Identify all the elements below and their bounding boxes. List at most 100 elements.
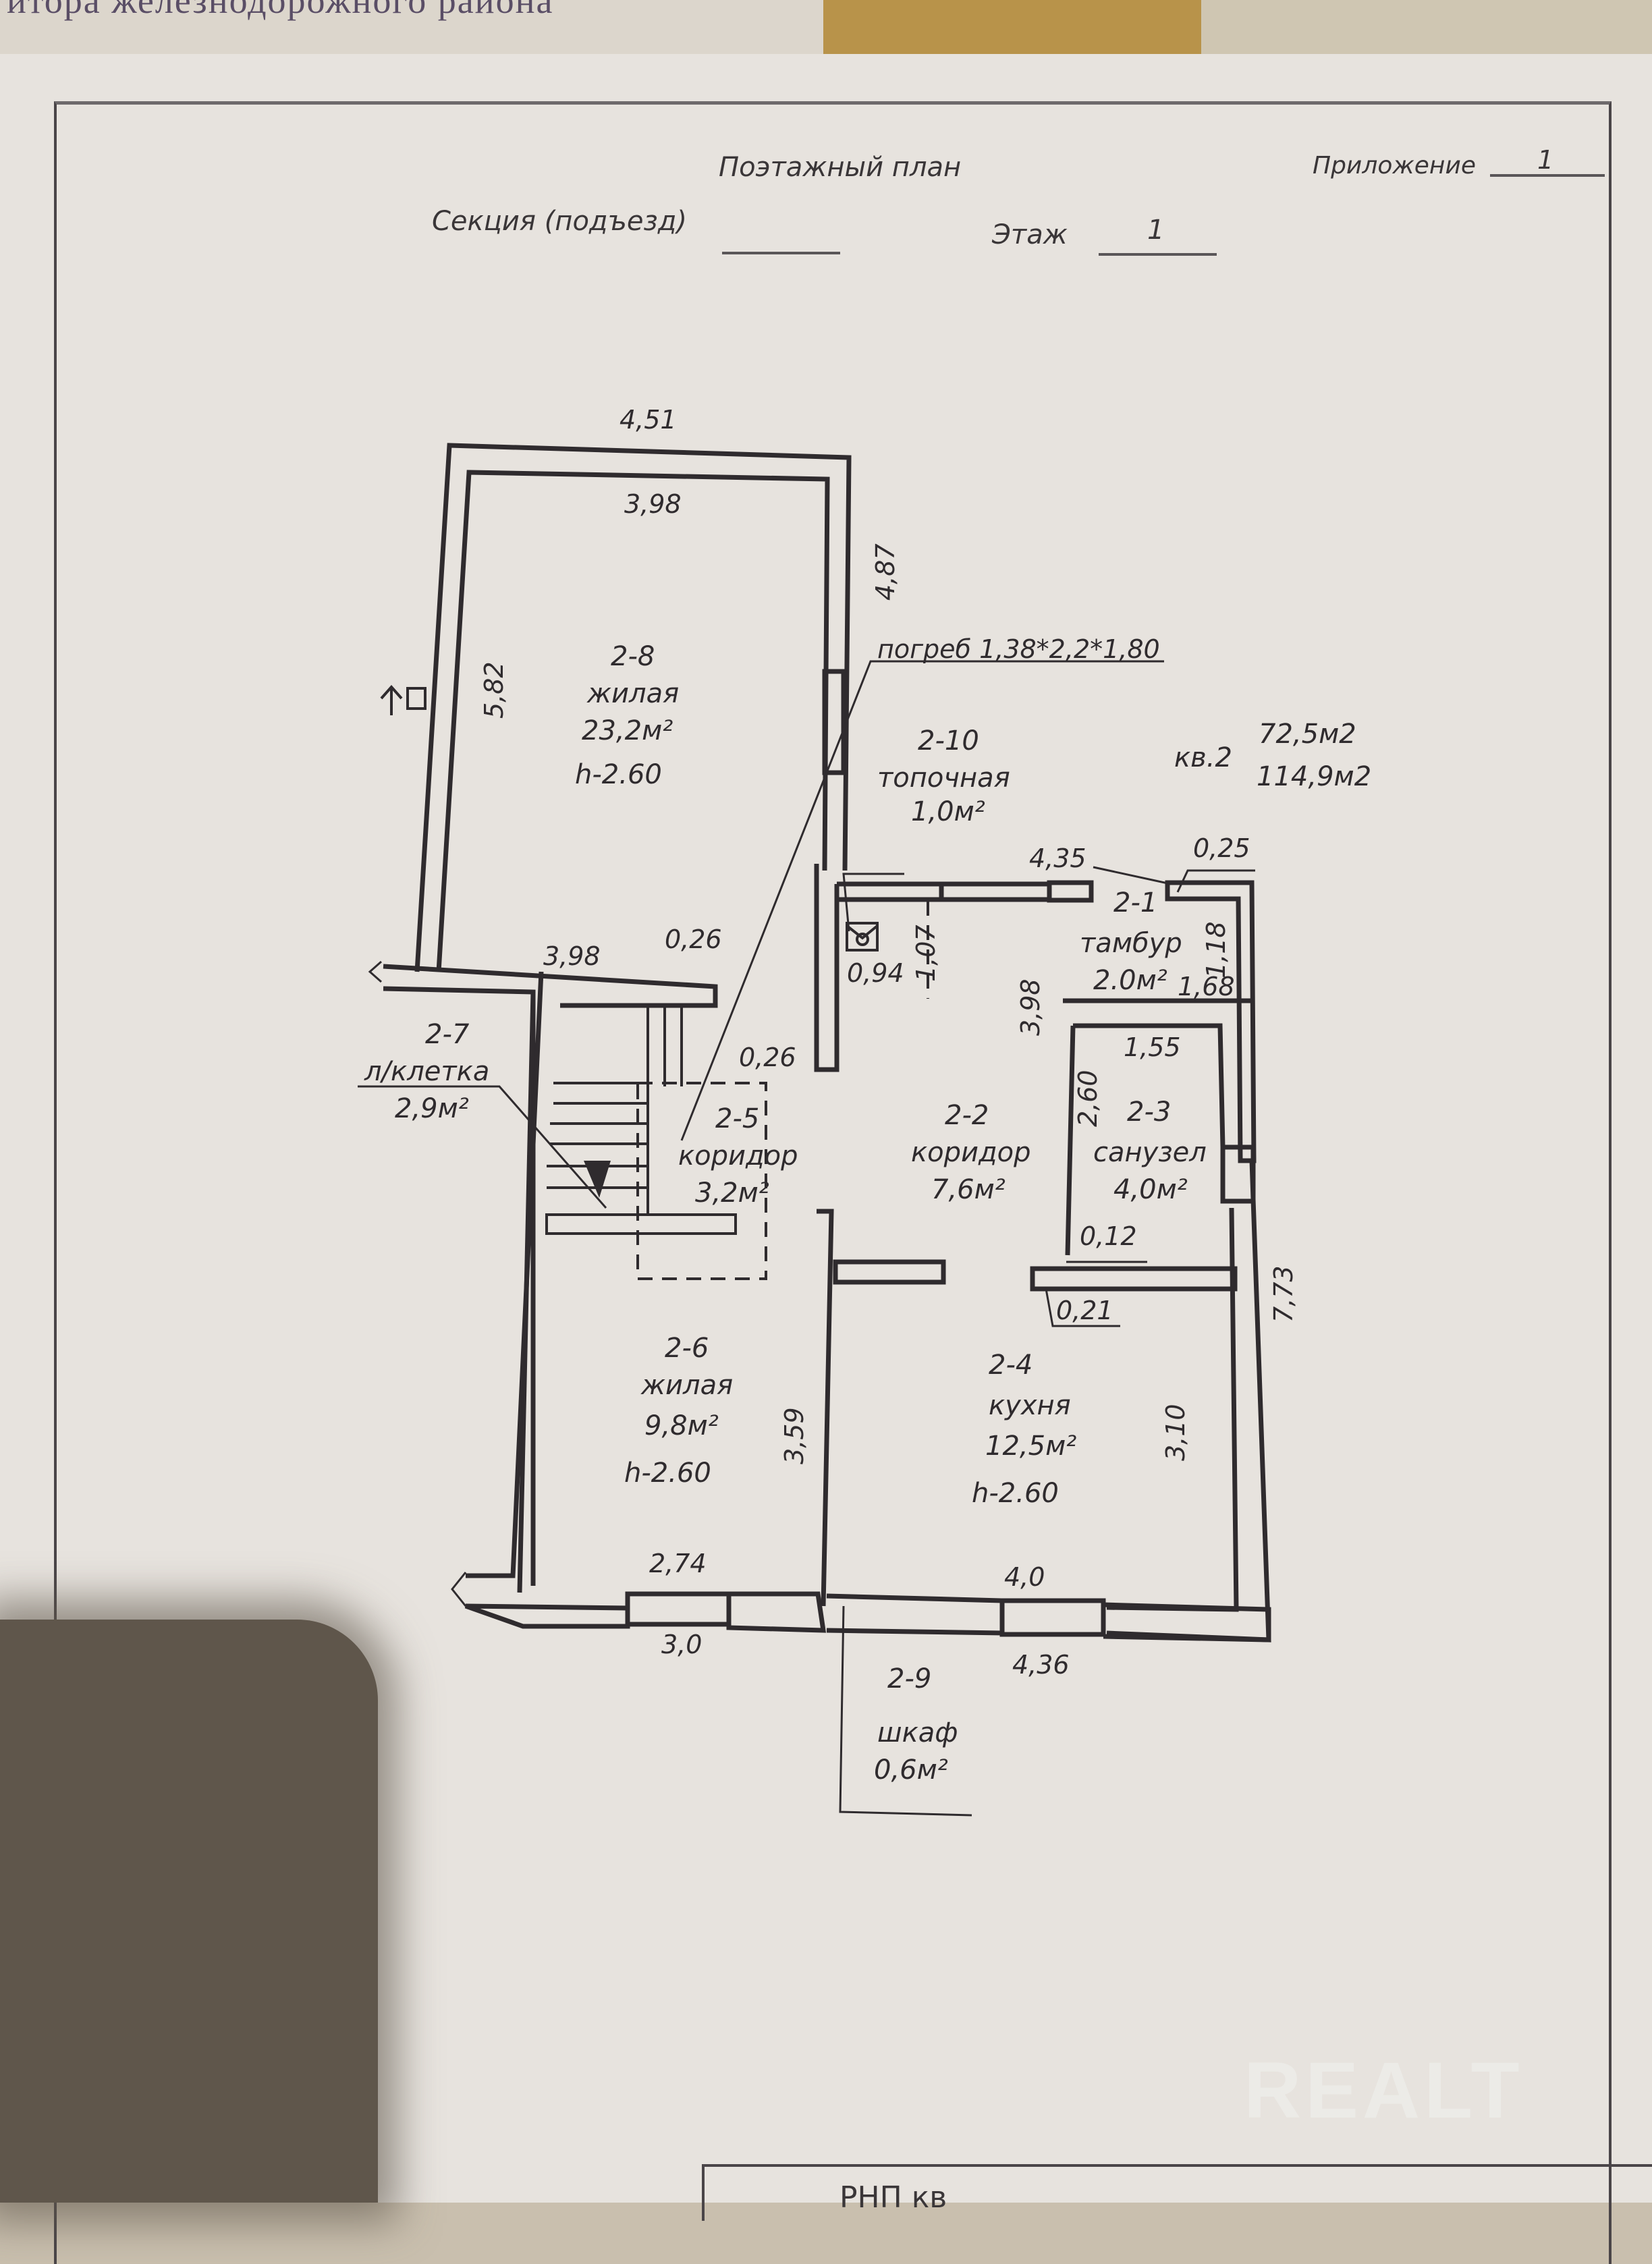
appendix-label: Приложение [1313,152,1477,180]
dim-room-2-8-bottom: 3,98 [543,941,601,971]
dim-bath-height: 2,60 [1073,1070,1103,1127]
leader-021 [1045,1288,1120,1327]
cellar-note: погреб 1,38*2,2*1,80 [877,634,1160,664]
floor-label: Этаж [992,219,1068,250]
dim-room-2-6-width: 2,74 [649,1549,707,1578]
room-2-8-area: 23,2м² [582,715,673,746]
stairs-direction-arrow-icon [584,1161,611,1198]
wall-break-symbol-top-left [368,960,382,983]
appendix-value: 1 [1537,145,1554,175]
dim-kitchen-width: 4,0 [1004,1562,1045,1592]
leader-boiler [842,873,904,932]
room-2-6-id: 2-6 [665,1333,709,1364]
dim-room-2-8-width: 3,98 [624,489,682,519]
boiler-icon [846,922,879,951]
wall-boiler-top [837,881,944,902]
wall-boiler-left [814,864,839,1072]
room-2-2-area: 7,6м² [931,1174,1006,1205]
dim-corridor-length: 4,35 [1029,844,1086,873]
room-2-8-name: жилая [587,678,680,709]
leader-stairs [358,1085,607,1209]
dim-bath-width: 1,55 [1124,1032,1181,1062]
room-2-1-name: тамбур [1080,928,1182,959]
bottom-stamp-text: РНП кв [839,2180,947,2215]
wall-bottom-mid [726,1591,827,1633]
wall-vestibule [1165,880,1257,1163]
dim-room-2-8-height: 5,82 [479,661,509,719]
room-2-9-id: 2-9 [887,1663,932,1694]
floor-value: 1 [1147,215,1165,246]
floor-plan-drawing [358,443,1271,1817]
dim-vestibule-wall: 0,25 [1193,833,1250,863]
room-2-6-name: жилая [641,1370,734,1401]
room-2-2-id: 2-2 [945,1100,989,1131]
room-2-7-id: 2-7 [425,1019,470,1050]
wall-bath-bottom [1030,1266,1238,1292]
section-underline [722,252,840,254]
room-2-7-name: л/клетка [364,1056,490,1087]
room-2-4-area: 12,5м² [985,1431,1077,1462]
wall-pier-vestibule [1047,880,1094,903]
wall-corridor-divider [817,1209,834,1607]
dim-right-total: 7,73 [1269,1265,1298,1323]
dim-boiler-width: 0,94 [847,958,904,988]
wall-room-2-8-outer [414,443,852,972]
wall-stair-top [383,964,718,1008]
room-2-10-name: топочная [877,763,1010,794]
leader-closet [839,1605,972,1817]
wall-break-symbol-bottom-left [451,1572,467,1607]
dim-vestibule-width: 1,68 [1178,972,1235,1001]
apartment-label: кв.2 [1174,742,1232,773]
room-2-3-area: 4,0м² [1113,1174,1188,1205]
room-2-1-area: 2.0м² [1093,965,1167,996]
page-title: Поэтажный план [719,152,962,183]
background-document-text: итора железнодорожного района [7,0,554,21]
wall-bottom-outer [464,1603,630,1629]
room-2-4-name: кухня [989,1390,1071,1421]
dim-right-upper: 4,87 [871,543,900,601]
dim-boiler-height: 1,07 [911,924,941,982]
room-2-4-id: 2-4 [989,1350,1033,1381]
window-boiler [939,881,1052,902]
room-2-5-id: 2-5 [715,1103,760,1134]
window-room-2-8 [822,669,846,775]
dim-wall-021: 0,21 [1056,1296,1113,1325]
cellar-outline [636,901,929,1280]
dim-kitchen-height: 3,10 [1161,1404,1190,1461]
meter-symbol-icon [380,684,426,715]
floor-underline [1099,253,1217,256]
stairs [545,1005,737,1235]
appendix-underline [1490,174,1605,177]
room-2-3-id: 2-3 [1127,1097,1172,1128]
dim-wall-026-a: 0,26 [665,924,722,954]
cellar-dashed-outline [636,1082,767,1280]
apartment-total-area: 114,9м2 [1257,761,1372,792]
dim-room-2-6-height: 3,59 [779,1407,809,1464]
wall-left-2-7 [466,971,544,1578]
room-2-5-name: коридор [678,1140,798,1171]
section-label: Секция (подъезд) [432,206,687,237]
realt-watermark-logo: REALT [1244,2046,1524,2135]
dim-wall-012: 0,12 [1080,1221,1137,1251]
dim-room-2-6-outer: 3,0 [661,1630,703,1659]
room-2-9-name: шкаф [877,1717,958,1748]
wall-bath-left [1065,1025,1076,1256]
room-2-4-height: h-2.60 [972,1478,1059,1509]
window-room-2-6 [625,1591,732,1627]
leader-435 [1093,866,1172,885]
stair-landing [545,1213,737,1235]
room-2-3-name: санузел [1093,1137,1207,1168]
room-2-8-height: h-2.60 [575,759,662,790]
room-2-5-area: 3,2м² [695,1178,769,1209]
wall-bottom-kitchen [826,1593,1005,1636]
room-2-10-id: 2-10 [918,725,979,756]
apartment-living-area: 72,5м2 [1259,719,1356,750]
wall-bottom-right [1103,1602,1271,1642]
room-2-6-area: 9,8м² [644,1410,719,1441]
room-2-2-name: коридор [911,1137,1031,1168]
dim-wall-026-b: 0,26 [739,1043,796,1072]
room-2-9-area: 0,6м² [874,1755,948,1786]
room-2-1-id: 2-1 [1113,887,1158,918]
window-kitchen [999,1598,1106,1637]
dim-corridor-height: 3,98 [1016,978,1045,1036]
